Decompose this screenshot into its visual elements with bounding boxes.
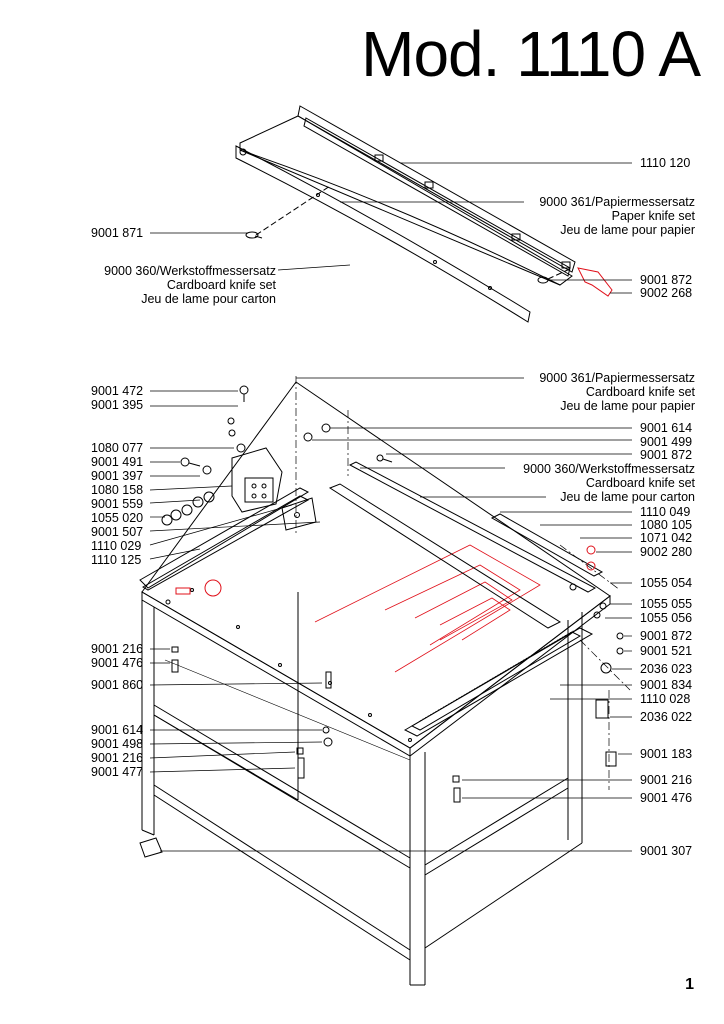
label-9002-268: 9002 268	[640, 286, 693, 300]
left-label-list: 9001 216 9001 476	[91, 642, 143, 670]
right-label: 9001 476	[640, 791, 693, 805]
left-label: 1080 158	[91, 483, 144, 497]
screw-9001-871	[245, 231, 263, 239]
left-label: 9001 614	[91, 723, 144, 737]
leader-lines-left	[149, 390, 323, 773]
right-label-list: 1110 049 1080 105 1071 042 9002 280	[640, 505, 692, 559]
label-cardboard-knife-set: 9000 360/Werkstoffmessersatz Cardboard k…	[104, 264, 276, 306]
hinge-bracket	[231, 447, 317, 531]
right-label: 9001 872	[640, 629, 693, 643]
left-label-list: 1080 077 9001 491 9001 397 1080 158 9001…	[91, 441, 143, 567]
left-label: 9001 476	[91, 656, 144, 670]
right-label-list: 1055 054 1055 055 1055 056 9001 872 9001…	[640, 576, 692, 805]
ruler-rail	[403, 627, 594, 737]
right-label: 9001 183	[640, 747, 693, 761]
right-label: 9001 872	[640, 448, 693, 462]
small-parts	[161, 385, 624, 803]
right-label-werkstoffmessersatz: 9000 360/Werkstoffmessersatz Cardboard k…	[523, 462, 695, 504]
table-top	[139, 381, 611, 758]
right-label: 9001 521	[640, 644, 693, 658]
right-label: 1055 056	[640, 611, 693, 625]
left-label: 9001 477	[91, 765, 144, 779]
page-number: 1	[685, 976, 694, 993]
left-label: 9001 397	[91, 469, 144, 483]
left-label: 1110 029	[91, 539, 142, 553]
left-label: 9001 559	[91, 497, 144, 511]
table-grid-lines	[314, 544, 541, 673]
left-label: 9001 498	[91, 737, 144, 751]
right-label: 9001 834	[640, 678, 693, 692]
left-label-9001-860: 9001 860	[91, 678, 144, 692]
left-label: 9001 216	[91, 642, 144, 656]
leader-lines-top	[150, 162, 632, 294]
table-legs	[139, 592, 583, 986]
right-label-9001-307: 9001 307	[640, 844, 693, 858]
right-label: 9001 499	[640, 435, 693, 449]
right-label: 2036 023	[640, 662, 693, 676]
left-label: 1110 125	[91, 553, 142, 567]
label-9001-872-top: 9001 872	[640, 273, 693, 287]
left-label: 9001 395	[91, 398, 144, 412]
left-label: 1055 020	[91, 511, 144, 525]
left-label-list: 9001 472 9001 395	[91, 384, 143, 412]
knife-bar-assembly	[235, 105, 576, 323]
label-paper-knife-set: 9000 361/Papiermessersatz Paper knife se…	[539, 195, 695, 237]
right-label: 2036 022	[640, 710, 693, 724]
left-label: 9001 216	[91, 751, 144, 765]
right-label: 9002 280	[640, 545, 693, 559]
leader-lines-right	[160, 377, 632, 852]
label-9001-871: 9001 871	[91, 226, 144, 240]
cutting-rail	[328, 461, 604, 629]
right-label: 9001 216	[640, 773, 693, 787]
dash-dot-centerlines	[295, 376, 631, 790]
left-label: 1080 077	[91, 441, 144, 455]
left-label-list: 9001 614 9001 498 9001 216 9001 477	[91, 723, 143, 779]
right-label: 1055 055	[640, 597, 693, 611]
right-label: 1080 105	[640, 518, 693, 532]
label-1110-120: 1110 120	[640, 156, 691, 170]
right-label: 9001 614	[640, 421, 693, 435]
left-label: 9001 472	[91, 384, 144, 398]
model-title: Mod. 1110 A	[361, 18, 701, 90]
right-label: 1055 054	[640, 576, 693, 590]
handle-9002-268	[577, 267, 613, 297]
right-label: 1110 049	[640, 505, 691, 519]
left-label: 9001 491	[91, 455, 144, 469]
right-label: 1110 028	[640, 692, 691, 706]
right-label-papiermessersatz: 9000 361/Papiermessersatz Cardboard knif…	[539, 371, 695, 413]
right-label: 1071 042	[640, 531, 693, 545]
right-label-list: 9001 614 9001 499 9001 872	[640, 421, 692, 462]
left-label: 9001 507	[91, 525, 144, 539]
